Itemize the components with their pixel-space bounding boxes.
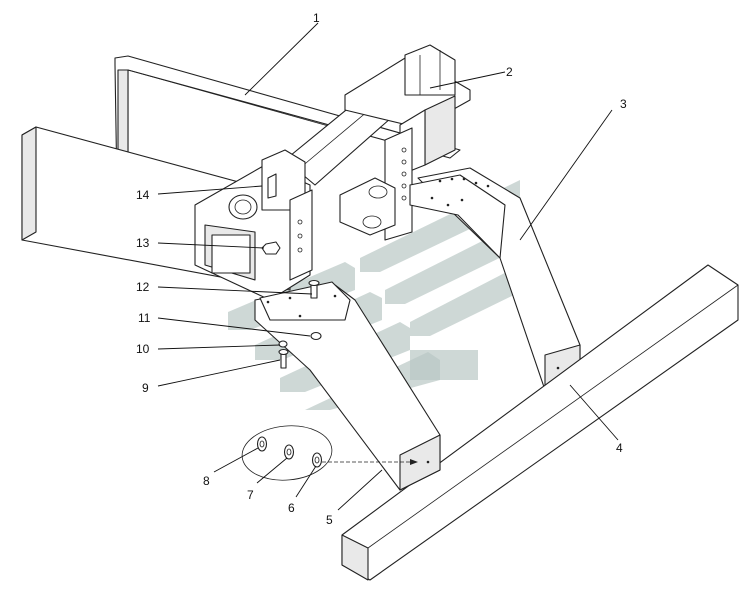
callout-11: 11 (138, 311, 151, 325)
callout-8: 8 (203, 474, 210, 488)
bracket-2 (344, 44, 471, 176)
callout-3: 3 (620, 97, 627, 111)
callout-6: 6 (288, 501, 295, 515)
callout-13: 13 (136, 236, 150, 250)
callouts: 1 2 3 4 5 6 7 8 9 10 11 12 13 14 (136, 11, 627, 527)
callout-5: 5 (326, 513, 333, 527)
callout-9: 9 (142, 381, 149, 395)
callout-14: 14 (136, 188, 150, 202)
tow-bracket (339, 177, 396, 236)
bolt-9 (278, 348, 289, 369)
support-5 (254, 281, 441, 491)
left-bracket-14 (194, 149, 313, 301)
callout-1: 1 (313, 11, 320, 25)
callout-7: 7 (247, 488, 254, 502)
washer-10 (278, 340, 288, 348)
nut-11 (310, 331, 322, 341)
fastener-group (241, 425, 418, 481)
callout-12: 12 (136, 280, 150, 294)
leader-lines (157, 22, 619, 511)
bolt-12 (308, 279, 320, 299)
callout-10: 10 (136, 342, 150, 356)
callout-2: 2 (506, 65, 513, 79)
callout-4: 4 (616, 441, 623, 455)
bumper-4 (341, 264, 739, 581)
